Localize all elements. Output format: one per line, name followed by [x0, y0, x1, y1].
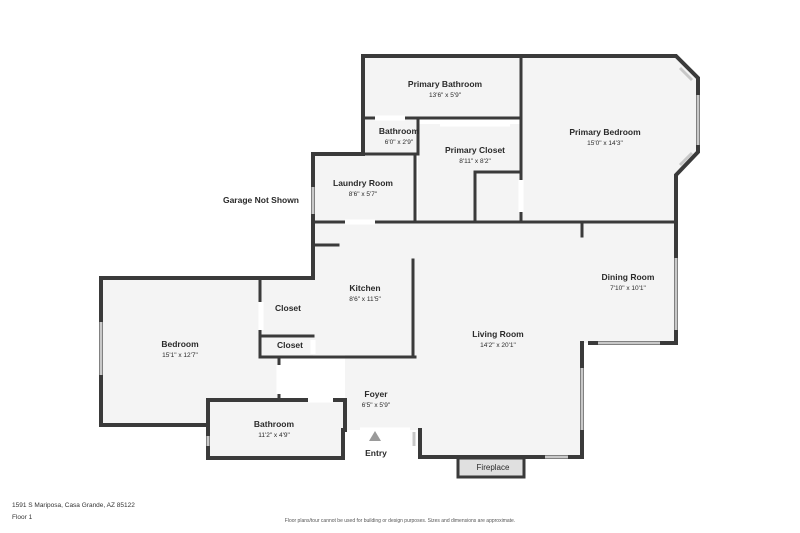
closet-b-name: Closet: [277, 340, 303, 350]
fireplace-label: Fireplace: [477, 463, 510, 472]
primary-bathroom-dims: 13'6" x 5'9": [429, 92, 462, 99]
closet-a-name: Closet: [275, 303, 301, 313]
foyer-name: Foyer: [364, 389, 388, 399]
bedroom-dims: 15'1" x 12'7": [162, 352, 198, 359]
property-address: 1591 S Mariposa, Casa Grande, AZ 85122: [12, 502, 135, 509]
garage-note: Garage Not Shown: [223, 195, 299, 205]
foyer-dims: 6'5" x 5'9": [362, 402, 391, 409]
living-name: Living Room: [472, 329, 524, 339]
fireplace: Fireplace: [456, 456, 526, 479]
floor-label: Floor 1: [12, 514, 33, 521]
bathroom-upper-dims: 6'0" x 2'9": [385, 139, 414, 146]
primary-closet-dims: 8'11" x 8'2": [459, 158, 491, 165]
laundry-dims: 8'6" x 5'7": [349, 191, 378, 198]
kitchen-name: Kitchen: [349, 283, 380, 293]
living-dims: 14'2" x 20'1": [480, 342, 516, 349]
entry-arrow-icon: [369, 431, 381, 441]
windows: [99, 66, 700, 459]
primary-closet-name: Primary Closet: [445, 145, 505, 155]
dining-name: Dining Room: [602, 272, 655, 282]
room-fills: [101, 56, 698, 458]
room-labels: Primary Bathroom 13'6" x 5'9" Primary Be…: [161, 79, 655, 458]
bathroom-lower-name: Bathroom: [254, 419, 295, 429]
bathroom-upper-name: Bathroom: [379, 126, 420, 136]
entry-label: Entry: [365, 448, 387, 458]
dining-dims: 7'10" x 10'1": [610, 285, 646, 292]
disclaimer-text: Floor plans/tour cannot be used for buil…: [284, 518, 516, 524]
primary-bathroom-name: Primary Bathroom: [408, 79, 483, 89]
laundry-name: Laundry Room: [333, 178, 393, 188]
door-openings: [258, 115, 524, 433]
bedroom-name: Bedroom: [161, 339, 199, 349]
primary-bedroom-dims: 15'0" x 14'3": [587, 140, 623, 147]
bathroom-lower-dims: 11'2" x 4'9": [258, 432, 290, 439]
kitchen-dims: 8'6" x 11'5": [349, 296, 381, 303]
primary-bedroom-name: Primary Bedroom: [569, 127, 641, 137]
